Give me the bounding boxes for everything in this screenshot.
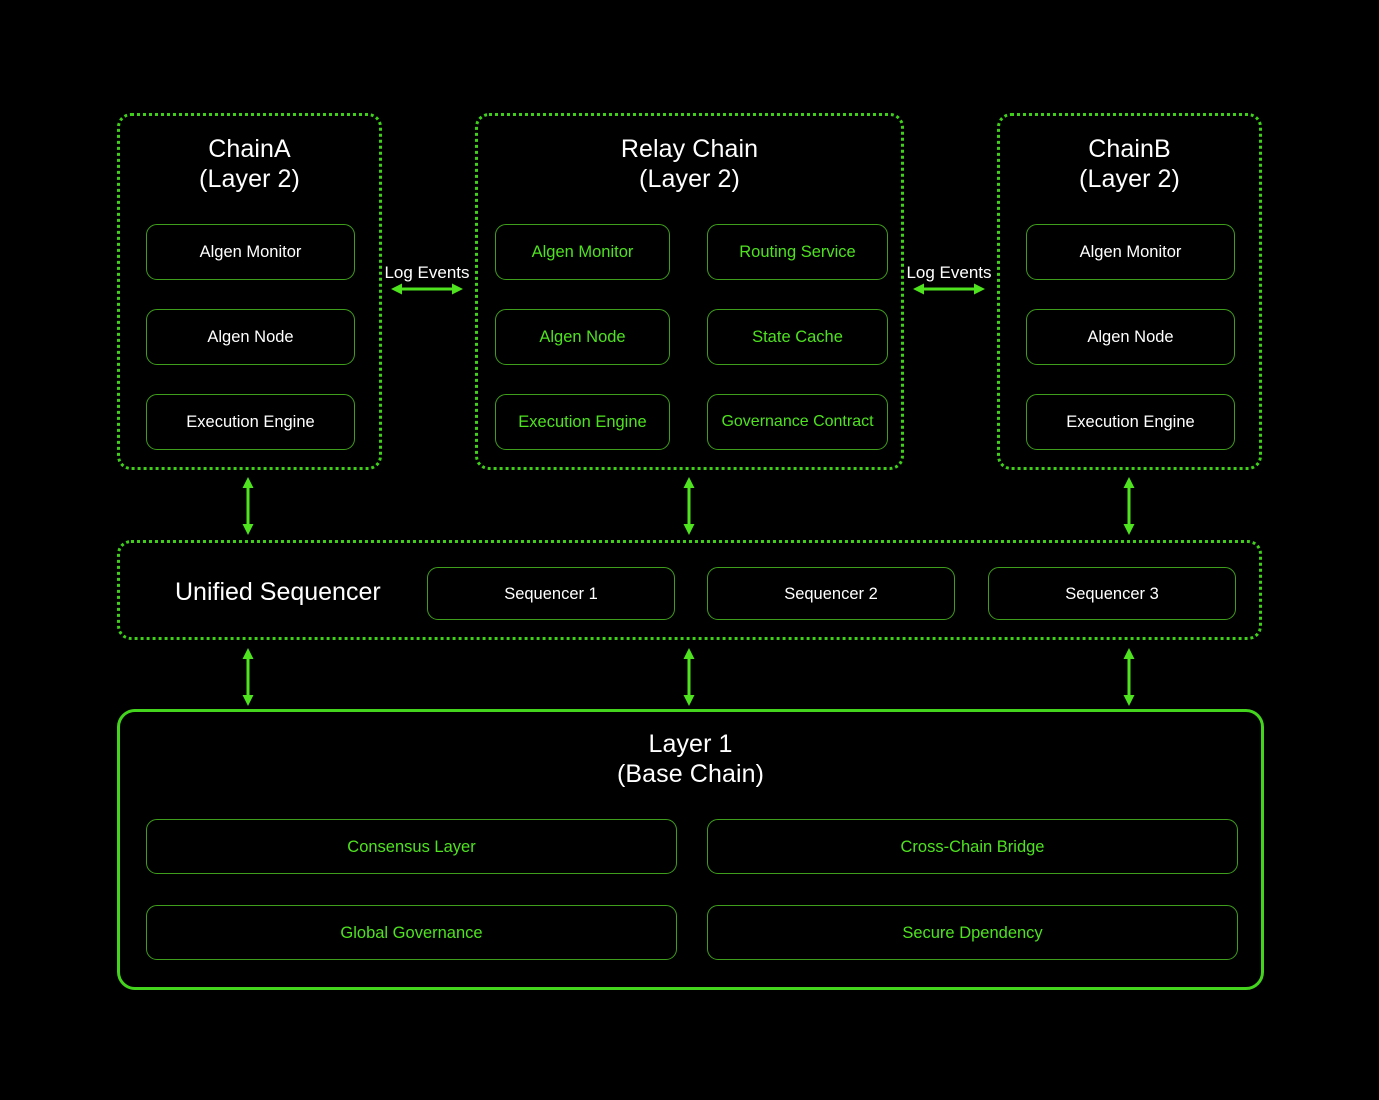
arrow-sequencer-to-layer1-left <box>240 648 256 706</box>
card-sequencer-2[interactable]: Sequencer 2 <box>707 567 955 620</box>
log-events-arrow-left <box>391 281 463 297</box>
panel-chain-a-title: ChainA(Layer 2) <box>199 135 300 193</box>
arrow-sequencer-to-layer1-right <box>1121 648 1137 706</box>
arrow-chain-b-to-sequencer <box>1121 477 1137 535</box>
card-chain-a-algen-node[interactable]: Algen Node <box>146 309 355 365</box>
card-chain-a-algen-monitor[interactable]: Algen Monitor <box>146 224 355 280</box>
card-relay-algen-monitor[interactable]: Algen Monitor <box>495 224 670 280</box>
card-consensus-layer[interactable]: Consensus Layer <box>146 819 677 874</box>
unified-sequencer-heading: Unified Sequencer <box>175 578 381 606</box>
card-sequencer-1[interactable]: Sequencer 1 <box>427 567 675 620</box>
card-relay-algen-node[interactable]: Algen Node <box>495 309 670 365</box>
arrow-chain-a-to-sequencer <box>240 477 256 535</box>
panel-chain-b[interactable]: ChainB(Layer 2) Algen Monitor Algen Node… <box>997 113 1262 470</box>
panel-chain-b-title: ChainB(Layer 2) <box>1079 135 1180 193</box>
card-cross-chain-bridge[interactable]: Cross-Chain Bridge <box>707 819 1238 874</box>
panel-chain-a[interactable]: ChainA(Layer 2) Algen Monitor Algen Node… <box>117 113 382 470</box>
card-relay-execution-engine[interactable]: Execution Engine <box>495 394 670 450</box>
panel-layer-1[interactable]: Layer 1(Base Chain) Consensus Layer Cros… <box>117 709 1264 990</box>
arrow-relay-to-sequencer <box>681 477 697 535</box>
card-chain-b-algen-node[interactable]: Algen Node <box>1026 309 1235 365</box>
card-chain-a-execution-engine[interactable]: Execution Engine <box>146 394 355 450</box>
log-events-label-left: Log Events <box>384 263 470 282</box>
card-secure-dpendency[interactable]: Secure Dpendency <box>707 905 1238 960</box>
log-events-label-right: Log Events <box>906 263 992 282</box>
panel-layer-1-title: Layer 1(Base Chain) <box>616 730 765 788</box>
arrow-sequencer-to-layer1-center <box>681 648 697 706</box>
card-global-governance[interactable]: Global Governance <box>146 905 677 960</box>
card-sequencer-3[interactable]: Sequencer 3 <box>988 567 1236 620</box>
card-chain-b-execution-engine[interactable]: Execution Engine <box>1026 394 1235 450</box>
card-relay-governance-contract[interactable]: Governance Contract <box>707 394 888 450</box>
panel-unified-sequencer[interactable]: Unified Sequencer Sequencer 1 Sequencer … <box>117 540 1262 640</box>
card-relay-routing-service[interactable]: Routing Service <box>707 224 888 280</box>
card-chain-b-algen-monitor[interactable]: Algen Monitor <box>1026 224 1235 280</box>
card-relay-state-cache[interactable]: State Cache <box>707 309 888 365</box>
panel-relay-chain-title: Relay Chain(Layer 2) <box>620 135 759 193</box>
log-events-arrow-right <box>913 281 985 297</box>
panel-relay-chain[interactable]: Relay Chain(Layer 2) Algen Monitor Algen… <box>475 113 904 470</box>
